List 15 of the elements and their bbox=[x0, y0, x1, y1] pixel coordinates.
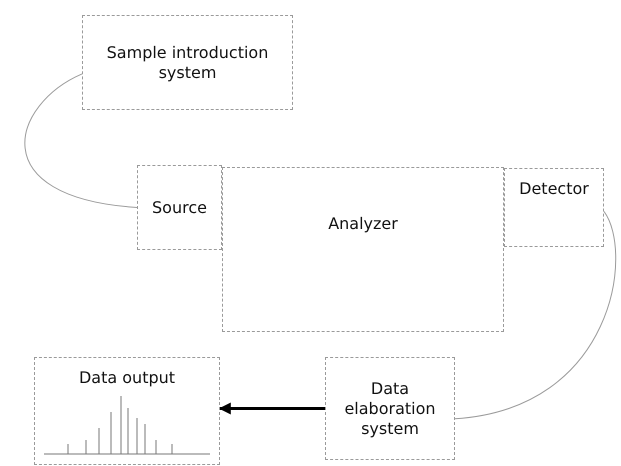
box-label: Detector bbox=[519, 179, 589, 199]
box-label: Data elaboration system bbox=[343, 378, 437, 438]
box-label: Analyzer bbox=[328, 214, 398, 234]
process-box bbox=[82, 15, 293, 110]
arrow bbox=[218, 402, 325, 414]
process-box bbox=[137, 165, 222, 250]
process-box bbox=[504, 168, 604, 247]
connector-line bbox=[24, 73, 138, 208]
process-box bbox=[325, 357, 455, 460]
process-box bbox=[222, 167, 504, 332]
connector-line bbox=[454, 210, 616, 420]
box-label: Sample introduction system bbox=[106, 42, 270, 82]
box-label: Source bbox=[152, 198, 207, 218]
process-box bbox=[34, 357, 220, 465]
box-label: Data output bbox=[78, 368, 176, 388]
